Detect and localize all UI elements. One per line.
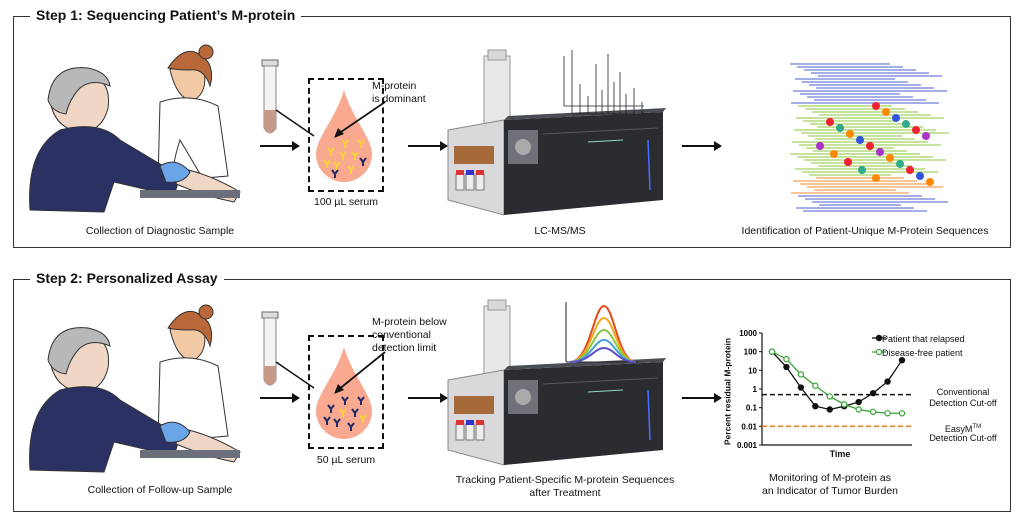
data-point	[869, 389, 877, 397]
step2-title: Step 2: Personalized Assay	[30, 270, 224, 286]
legend-marker	[875, 334, 883, 342]
series-line-0	[771, 351, 903, 411]
chart-xlabel: Time	[829, 449, 851, 459]
tube-leader-line	[275, 361, 315, 389]
data-point	[826, 406, 833, 413]
step2-result-caption-line2: an Indicator of Tumor Burden	[762, 485, 898, 497]
step2-instrument-caption-line1: Tracking Patient-Specific M-protein Sequ…	[455, 474, 675, 486]
tube-leader-line	[275, 109, 315, 137]
arrow-icon	[260, 141, 300, 151]
y-tick-label: 1000	[739, 329, 757, 338]
test-tube-icon	[261, 311, 279, 386]
m-protein-chart: 1000 100 10 1 0.1 0.01 0.001	[737, 329, 912, 450]
step1-panel	[13, 16, 1011, 248]
y-tick-label: 0.01	[741, 422, 757, 431]
data-point	[812, 382, 819, 389]
data-point	[768, 348, 776, 355]
data-point	[797, 384, 805, 391]
y-tick-label: 10	[748, 366, 757, 375]
conventional-cutoff-label2: Detection Cut-off	[929, 398, 997, 408]
step1-sample-caption: Collection of Diagnostic Sample	[85, 225, 235, 237]
data-point	[783, 355, 790, 363]
y-tick-label: 100	[744, 348, 758, 357]
data-point	[797, 371, 805, 378]
step1-title: Step 1: Sequencing Patient’s M-protein	[30, 7, 302, 23]
arrow-icon	[408, 393, 448, 403]
step2-instrument-caption-line2: after Treatment	[529, 487, 601, 499]
step1-callout-line2: is dominant	[372, 93, 426, 105]
step2-callout-line3: detection limit	[372, 342, 437, 354]
conventional-cutoff-label1: Conventional	[936, 387, 990, 397]
data-point	[826, 393, 833, 400]
callout-arrow	[334, 101, 386, 138]
data-point	[812, 402, 819, 410]
step1-callout-line1: M-protein	[372, 80, 417, 92]
test-tube-icon	[261, 59, 279, 134]
data-point	[855, 406, 862, 413]
legend-disease-free: Disease-free patient	[882, 348, 963, 358]
mass-spectrum-inset	[563, 50, 654, 115]
chart-ylabel: Percent residual M-protein	[722, 337, 733, 446]
serum-sample-box	[308, 78, 384, 192]
step2-callout-line1: M-protein below	[372, 316, 447, 328]
y-tick-label: 0.1	[746, 404, 758, 413]
easym-cutoff-label2: Detection Cut-off	[929, 433, 997, 443]
legend-relapsed: Patient that relapsed	[882, 334, 965, 344]
callout-arrow	[334, 351, 386, 394]
arrow-icon	[682, 393, 722, 403]
blood-draw-illustration	[29, 304, 241, 473]
data-point	[898, 410, 906, 417]
data-point	[884, 378, 891, 385]
series-line-1	[771, 351, 902, 414]
serum-drop-icon	[316, 90, 372, 182]
data-point	[783, 363, 790, 371]
serum-drop-icon	[316, 347, 372, 439]
data-point	[841, 401, 848, 408]
easym-label-sup: TM	[972, 424, 982, 430]
easym-cutoff-label1: EasyMTM	[918, 421, 1008, 436]
legend-marker	[875, 348, 883, 356]
step2-panel	[13, 279, 1011, 512]
y-tick-label: 1	[753, 385, 758, 394]
arrow-icon	[682, 141, 722, 151]
easym-label-main: EasyM	[944, 424, 973, 434]
step1-volume: 100 µL serum	[313, 196, 379, 208]
step1-result-caption: Identification of Patient-Unique M-Prote…	[741, 225, 989, 237]
data-point	[884, 410, 891, 417]
blood-draw-illustration	[29, 44, 241, 213]
step1-instrument-caption: LC-MS/MS	[534, 225, 586, 237]
step2-callout-line2: conventional	[372, 329, 431, 341]
data-point	[869, 408, 877, 416]
sequence-coverage-map	[790, 62, 950, 214]
step2-volume: 50 µL serum	[316, 454, 376, 466]
y-tick-label: 0.001	[737, 441, 758, 450]
chromatogram-inset	[565, 302, 638, 363]
lcms-instrument	[447, 49, 666, 216]
step2-result-caption-line1: Monitoring of M-protein as	[769, 472, 891, 484]
serum-sample-box	[308, 335, 384, 449]
data-point	[855, 398, 862, 406]
arrow-icon	[408, 141, 448, 151]
data-point	[898, 356, 906, 364]
arrow-icon	[260, 393, 300, 403]
step2-sample-caption: Collection of Follow-up Sample	[87, 484, 233, 496]
